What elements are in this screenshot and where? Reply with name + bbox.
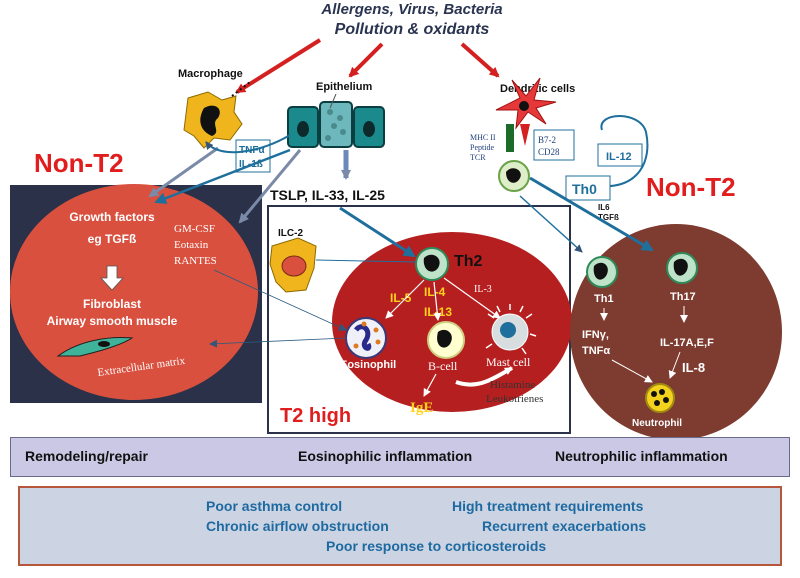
mhc-label: MHC II xyxy=(470,133,496,142)
alarmins-to-th2-arrow xyxy=(339,206,416,258)
eosinophil-label: Eosinophil xyxy=(340,359,396,371)
il5-label: IL-5 xyxy=(390,291,412,305)
trigger-arrow-dendritic xyxy=(460,42,500,78)
th0-to-th17-arrow xyxy=(529,176,654,252)
cd28-label: CD28 xyxy=(538,147,560,157)
growth-factors-label: Growth factors xyxy=(69,210,155,224)
non-t2-right-label: Non-T2 xyxy=(646,172,736,202)
ilc2-to-th2-line xyxy=(315,259,417,263)
t2-high-label: T2 high xyxy=(280,405,351,427)
non-t2-left-label: Non-T2 xyxy=(34,148,124,178)
th2-to-bcell-arrow xyxy=(433,281,442,321)
il8-label: IL-8 xyxy=(682,360,705,375)
smooth-muscle-nucleus xyxy=(98,341,110,347)
il12-loop-arrow xyxy=(595,115,649,191)
tcr-label: TCR xyxy=(470,153,486,162)
th1-nucleus xyxy=(593,262,608,280)
eotaxin-to-eosinophil-arrow xyxy=(213,269,347,331)
gmcsf-label: GM-CSF xyxy=(174,223,215,235)
macrophage-label: Macrophage xyxy=(178,68,243,80)
neutrophil-cell xyxy=(645,383,675,413)
remodeling-category: Remodeling/repair xyxy=(25,448,148,464)
il13-label: IL-13 xyxy=(424,305,452,319)
th0-box xyxy=(565,175,611,201)
th0-label: Th0 xyxy=(572,181,597,197)
tnfa-label: TNFα xyxy=(582,345,610,357)
smooth-muscle-cell xyxy=(56,337,134,357)
outcome-recurrent-exacerbations: Recurrent exacerbations xyxy=(482,518,647,534)
il3-label: IL-3 xyxy=(474,284,492,295)
eotaxin-label: Eotaxin xyxy=(174,239,209,251)
outcome-chronic-obstruction: Chronic airflow obstruction xyxy=(206,518,389,534)
eosinophilic-category: Eosinophilic inflammation xyxy=(298,448,473,464)
mast-cell xyxy=(485,304,537,355)
epithelium-label: Epithelium xyxy=(316,81,372,93)
th2-to-eosinophil-arrow xyxy=(385,279,425,319)
airway-sm-label: Airway smooth muscle xyxy=(47,314,178,328)
fibroblast-label: Fibroblast xyxy=(83,297,141,311)
outcome-high-treatment: High treatment requirements xyxy=(452,498,644,514)
mhc-receptor xyxy=(506,124,514,152)
il17-to-neutrophil-arrow xyxy=(668,351,681,379)
trigger-arrow-epithelium xyxy=(348,42,384,78)
th2-to-mast-arrow xyxy=(443,277,501,319)
outcomes-box: Poor asthma control High treatment requi… xyxy=(18,486,782,566)
bcell-nucleus xyxy=(437,329,452,348)
leukotrienes-label: Leukotrienes xyxy=(486,393,543,405)
ifng-to-neutrophil-arrow xyxy=(611,359,653,383)
macrophage-to-panel-arrow xyxy=(148,146,219,198)
remodeling-oval xyxy=(10,184,258,400)
alarmins-label: TSLP, IL-33, IL-25 xyxy=(270,187,385,203)
tgfb-label: eg TGFß xyxy=(88,232,137,246)
epithelium-to-macrophage-arrow xyxy=(205,134,291,154)
b72-box xyxy=(533,129,575,161)
epithelium-to-panel-arrow xyxy=(238,149,302,224)
tnf-box xyxy=(235,139,271,173)
ige-to-mast-arrow xyxy=(455,366,513,387)
il12-box xyxy=(597,143,643,167)
epithelium-pointer xyxy=(329,93,337,109)
b72-receptor xyxy=(520,124,530,146)
th1-label: Th1 xyxy=(594,293,614,305)
epithelium-cells xyxy=(287,101,385,148)
th2-label: Th2 xyxy=(454,253,483,270)
macrophage-dots xyxy=(231,81,251,97)
naive-tcell-nucleus xyxy=(506,168,521,183)
category-bar: Remodeling/repair Eosinophilic inflammat… xyxy=(10,437,790,477)
peptide-label: Peptide xyxy=(470,143,494,152)
outcome-poor-steroid-response: Poor response to corticosteroids xyxy=(326,538,547,554)
th2-nucleus xyxy=(423,254,440,272)
bcell-to-ige-arrow xyxy=(423,373,437,397)
b72-label: B7-2 xyxy=(538,135,556,145)
trigger-arrow-macrophage xyxy=(235,38,322,94)
triggers-line1: Allergens, Virus, Bacteria xyxy=(320,1,502,18)
ilc2-label: ILC-2 xyxy=(278,228,303,239)
down-arrow-fibroblast xyxy=(100,265,124,291)
th0-to-th1-arrow xyxy=(519,195,583,253)
ilc2-nucleus xyxy=(281,255,307,277)
eosinophil-to-ecm-arrow xyxy=(209,337,347,348)
triggers-line2: Pollution & oxidants xyxy=(335,21,490,38)
neutrophilic-oval xyxy=(570,224,782,440)
rantes-label: RANTES xyxy=(174,255,217,267)
neutrophilic-category: Neutrophilic inflammation xyxy=(555,448,728,464)
bcell-label: B-cell xyxy=(428,359,458,373)
eosinophil-nucleus xyxy=(354,324,372,351)
il17-label: IL-17A,E,F xyxy=(660,337,714,349)
dendritic-nucleus xyxy=(519,101,529,111)
th17-nucleus xyxy=(673,258,688,276)
macrophage-nucleus xyxy=(200,105,220,136)
mast-label: Mast cell xyxy=(486,355,531,369)
ifng-label: IFNγ, xyxy=(582,329,609,341)
il12-label: IL-12 xyxy=(606,151,632,163)
histamine-label: Histamine xyxy=(490,379,535,391)
ige-label: IgE xyxy=(410,400,433,416)
outcome-poor-control: Poor asthma control xyxy=(206,498,343,514)
epithelium-to-growth-arrow xyxy=(154,148,291,204)
il6-label: IL6 xyxy=(598,203,610,212)
neutrophil-label: Neutrophil xyxy=(632,418,682,429)
th17-label: Th17 xyxy=(670,291,696,303)
tgfb-small-label: TGFß xyxy=(598,213,619,222)
